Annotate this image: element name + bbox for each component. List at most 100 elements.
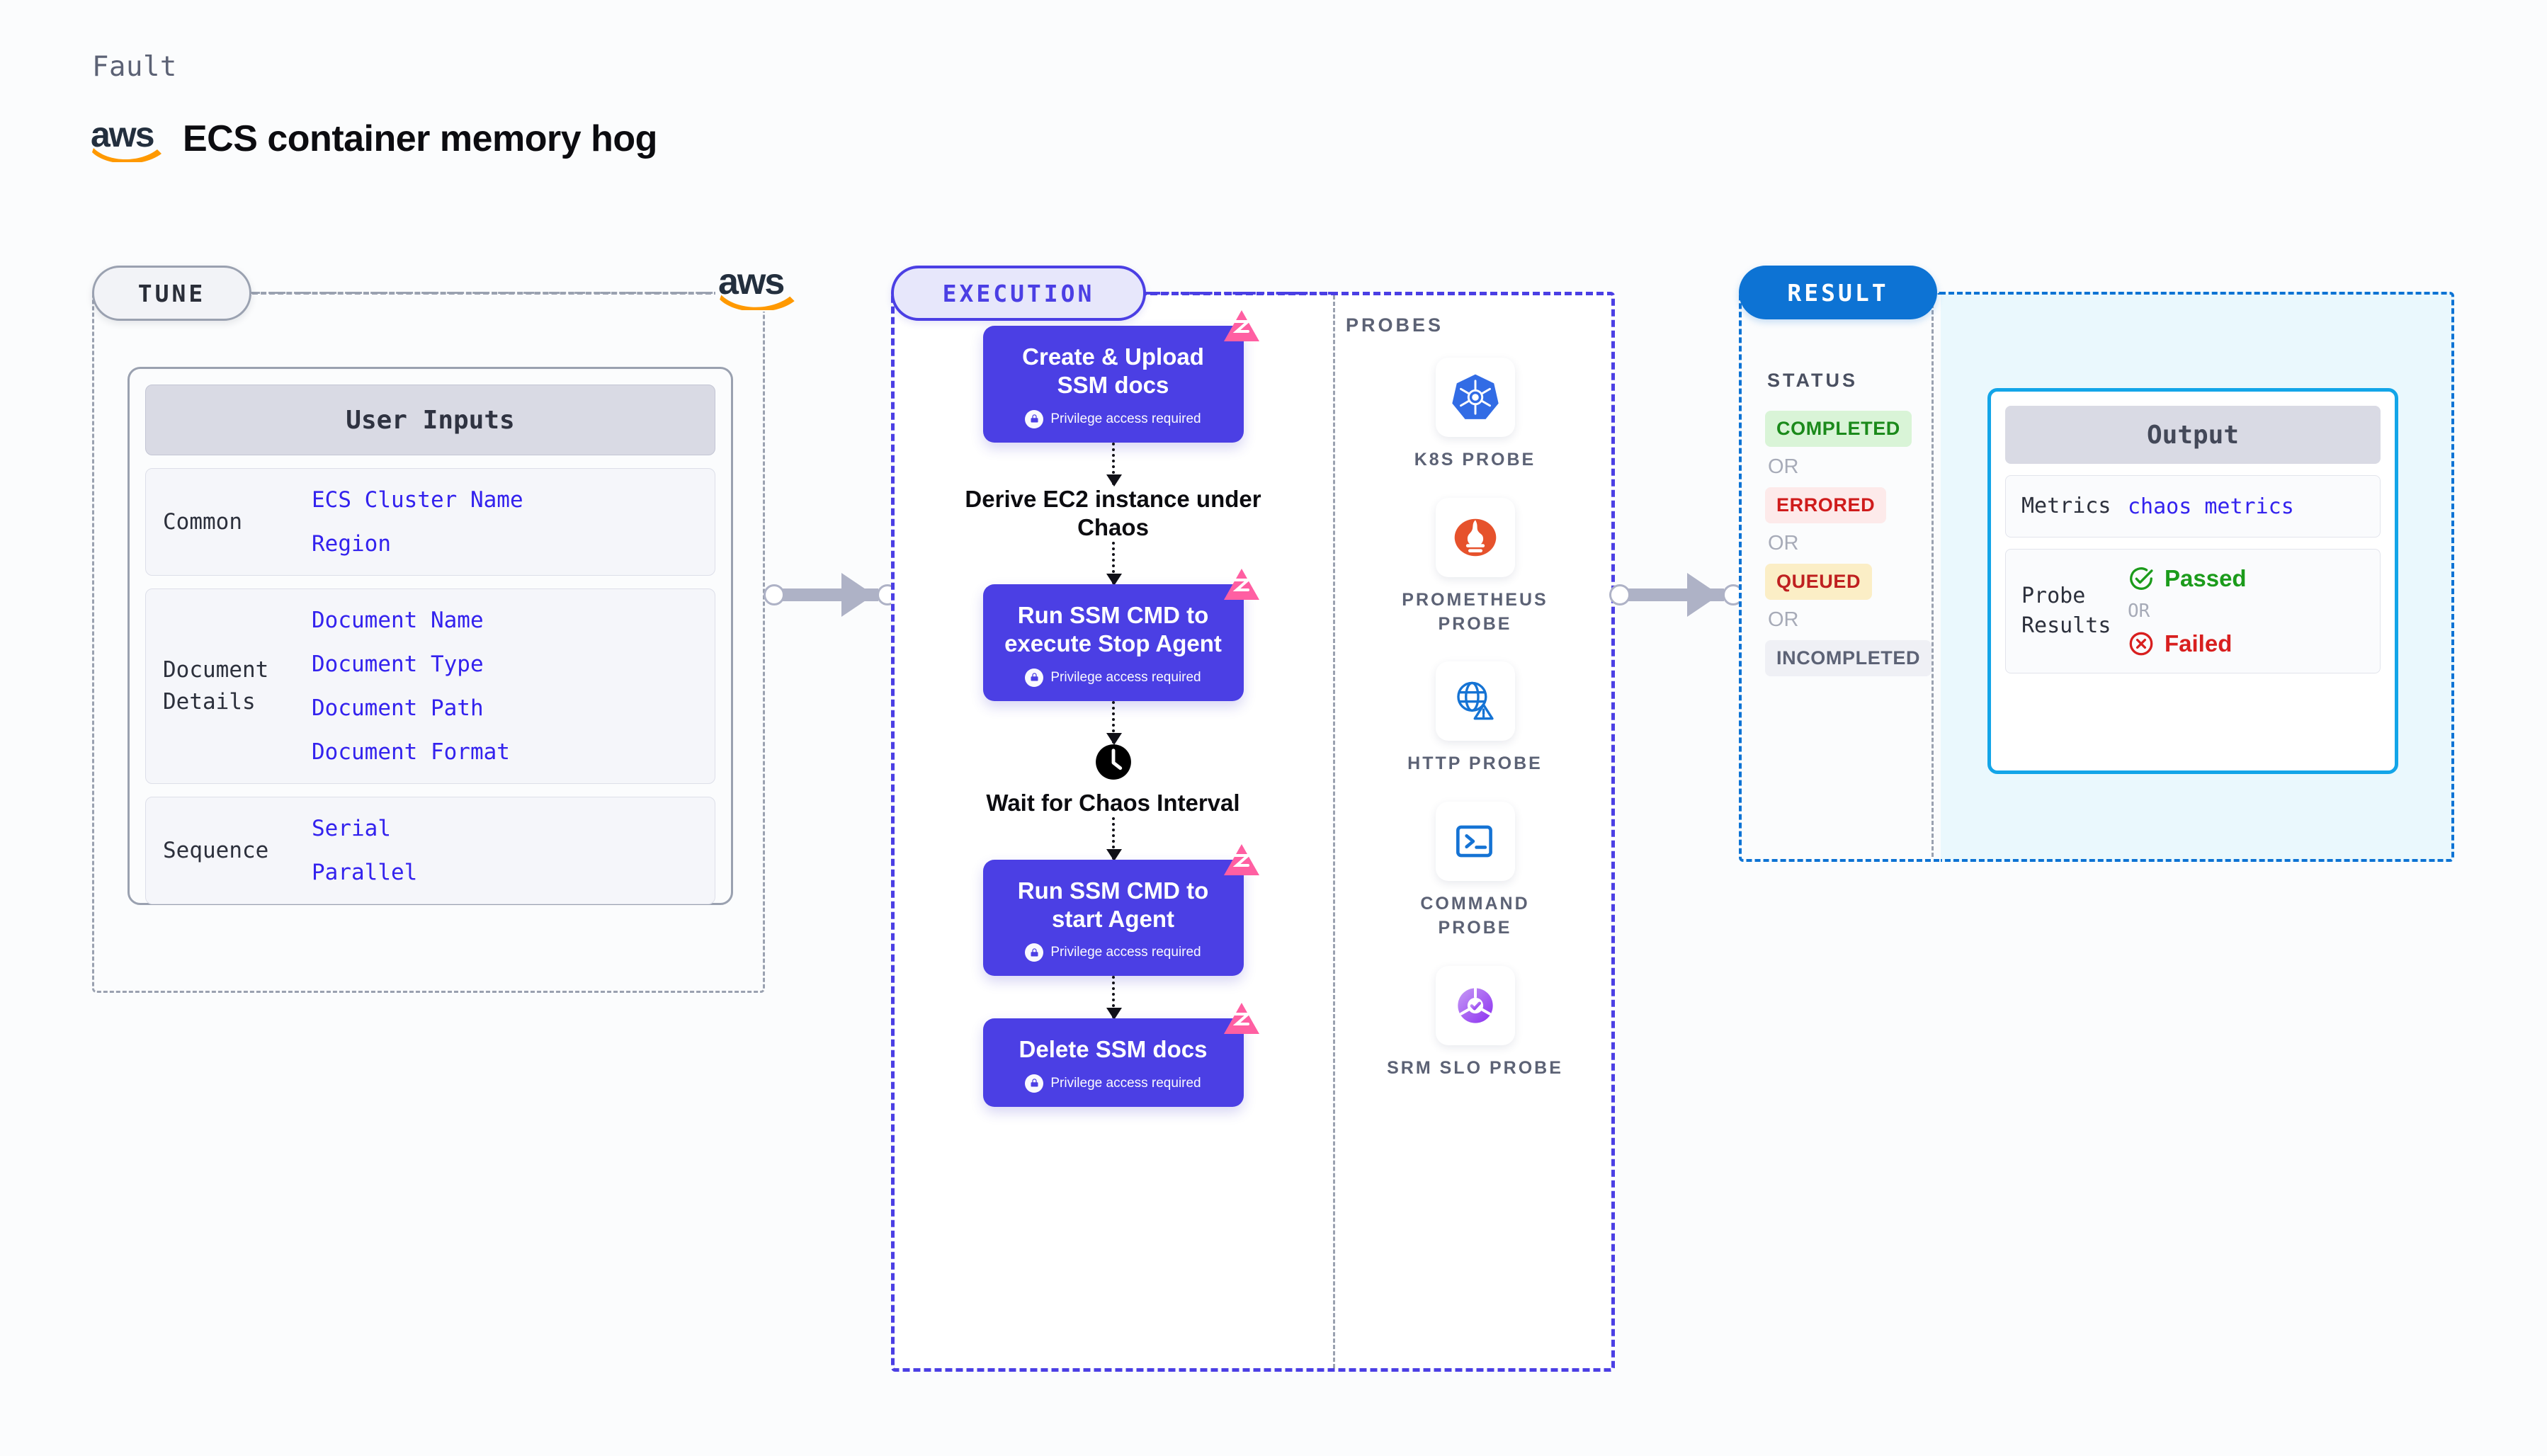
status-or-1: OR — [1768, 455, 1799, 478]
privilege-text: Privilege access required — [1050, 669, 1201, 685]
probe-tile — [1435, 965, 1515, 1045]
output-row-metrics: Metrics chaos metrics — [2005, 475, 2381, 538]
flow-node-derive-ec2-instance: Derive EC2 instance under Chaos — [965, 485, 1261, 540]
clock-icon — [1095, 744, 1131, 780]
probe-results-label: Probe Results — [2021, 584, 2111, 638]
metrics-label: Metrics — [2021, 494, 2111, 518]
lock-icon — [1025, 668, 1044, 687]
flow-node-title: Delete SSM docs — [1019, 1036, 1208, 1063]
kubernetes-icon — [1451, 374, 1499, 419]
input-value[interactable]: ECS Cluster Name — [312, 487, 523, 513]
probe-item-http[interactable]: HTTP PROBE — [1339, 661, 1611, 776]
status-badge-queued: QUEUED — [1765, 564, 1873, 600]
aws-swoosh-icon — [92, 148, 161, 162]
aws-logo: aws — [91, 115, 167, 162]
probe-tile — [1435, 661, 1515, 741]
terminal-icon — [1456, 825, 1492, 858]
lock-icon — [1025, 943, 1044, 962]
input-group-values: Serial Parallel — [312, 816, 417, 885]
execution-flow: Create & Upload SSM docs Privilege acces… — [895, 310, 1332, 1107]
output-card: Output Metrics chaos metrics Probe Resul… — [1987, 388, 2398, 774]
privilege-note: Privilege access required — [996, 1074, 1231, 1093]
status-badge-incompleted: INCOMPLETED — [1765, 640, 1932, 676]
status-or-2: OR — [1768, 532, 1799, 554]
srm-slo-icon — [1457, 986, 1493, 1023]
input-group-sequence: Sequence Serial Parallel — [145, 797, 715, 904]
flow-connector — [1106, 817, 1122, 861]
chaos-badge-icon — [1223, 310, 1259, 341]
metrics-value[interactable]: chaos metrics — [2128, 494, 2294, 519]
status-label: STATUS — [1767, 370, 1858, 391]
privilege-note: Privilege access required — [996, 409, 1231, 428]
output-title: Output — [2005, 406, 2381, 464]
probe-name: PROMETHEUS PROBE — [1402, 589, 1548, 634]
probe-item-srm-slo[interactable]: SRM SLO PROBE — [1339, 965, 1611, 1081]
probe-result-or: OR — [2128, 601, 2150, 622]
input-group-label: Sequence — [163, 837, 269, 863]
probe-name: COMMAND PROBE — [1420, 894, 1530, 938]
probe-name: HTTP PROBE — [1407, 753, 1543, 774]
status-or-3: OR — [1768, 608, 1799, 631]
probes-divider — [1333, 295, 1335, 1368]
chaos-badge-icon — [1223, 843, 1259, 875]
page-title-row: aws ECS container memory hog — [91, 115, 657, 162]
input-value[interactable]: Parallel — [312, 860, 418, 885]
chaos-badge-icon — [1223, 569, 1259, 600]
page-title: ECS container memory hog — [183, 118, 657, 159]
privilege-text: Privilege access required — [1050, 1075, 1201, 1091]
input-value[interactable]: Serial — [312, 816, 391, 841]
probe-item-prometheus[interactable]: PROMETHEUS PROBE — [1339, 497, 1611, 637]
execution-pill[interactable]: EXECUTION — [891, 266, 1146, 321]
globe-warning-icon — [1456, 681, 1494, 720]
flow-node-run-ssm-cmd-stop-agent[interactable]: Run SSM CMD to execute Stop Agent Privil… — [982, 569, 1259, 701]
flow-connector — [1106, 442, 1122, 487]
flow-node-title: Run SSM CMD to start Agent — [1017, 877, 1209, 932]
flow-node-title: Create & Upload SSM docs — [1022, 343, 1204, 399]
flow-node-title: Run SSM CMD to execute Stop Agent — [1004, 602, 1222, 657]
privilege-text: Privilege access required — [1050, 411, 1201, 426]
input-value[interactable]: Document Format — [312, 739, 510, 765]
lock-icon — [1025, 409, 1044, 428]
probes-list: K8S PROBE PROMETHEUS PROBE — [1339, 358, 1611, 1080]
status-badge-completed: COMPLETED — [1765, 411, 1912, 447]
probe-item-command[interactable]: COMMAND PROBE — [1339, 802, 1611, 940]
input-group-values: ECS Cluster Name Region — [312, 487, 523, 557]
probe-tile — [1435, 497, 1515, 577]
privilege-note: Privilege access required — [996, 943, 1231, 962]
result-pill[interactable]: RESULT — [1739, 266, 1937, 319]
input-group-label: Common — [163, 508, 242, 535]
probe-name: SRM SLO PROBE — [1387, 1057, 1563, 1078]
flow-connector — [1106, 976, 1122, 1020]
result-inner-divider — [1931, 297, 1934, 857]
probe-results-values: Passed OR Failed — [2128, 565, 2247, 657]
flow-node-run-ssm-cmd-start-agent[interactable]: Run SSM CMD to start Agent Privilege acc… — [982, 843, 1259, 977]
probe-name: K8S PROBE — [1414, 450, 1536, 470]
privilege-text: Privilege access required — [1050, 945, 1201, 960]
input-group-label: Document Details — [163, 657, 269, 715]
flow-node-create-upload-ssm-docs[interactable]: Create & Upload SSM docs Privilege acces… — [982, 310, 1259, 443]
probe-tile — [1435, 358, 1515, 437]
aws-swoosh-icon — [720, 295, 795, 310]
flow-node-title: Wait for Chaos Interval — [986, 789, 1240, 816]
chaos-badge-icon — [1223, 1003, 1259, 1035]
input-group-document-details: Document Details Document Name Document … — [145, 588, 715, 784]
tune-pill[interactable]: TUNE — [92, 266, 251, 321]
input-value[interactable]: Document Name — [312, 608, 484, 633]
check-circle-icon — [2130, 567, 2153, 590]
failed-label: Failed — [2165, 630, 2233, 656]
probe-result-passed: Passed — [2128, 565, 2247, 592]
flow-connector — [1106, 700, 1122, 745]
user-inputs-title: User Inputs — [145, 385, 715, 455]
arrow-execution-to-result — [1609, 570, 1751, 620]
probe-item-k8s[interactable]: K8S PROBE — [1339, 358, 1611, 472]
input-group-common: Common ECS Cluster Name Region — [145, 468, 715, 576]
page-kicker: Fault — [92, 51, 177, 83]
status-badge-errored: ERRORED — [1765, 487, 1887, 523]
input-value[interactable]: Region — [312, 531, 391, 557]
probe-result-failed: Failed — [2128, 630, 2247, 657]
input-value[interactable]: Document Path — [312, 695, 484, 721]
flow-node-wait-for-chaos-interval: Wait for Chaos Interval — [895, 744, 1332, 817]
input-value[interactable]: Document Type — [312, 652, 484, 677]
flow-node-delete-ssm-docs[interactable]: Delete SSM docs Privilege access require… — [982, 1003, 1259, 1107]
